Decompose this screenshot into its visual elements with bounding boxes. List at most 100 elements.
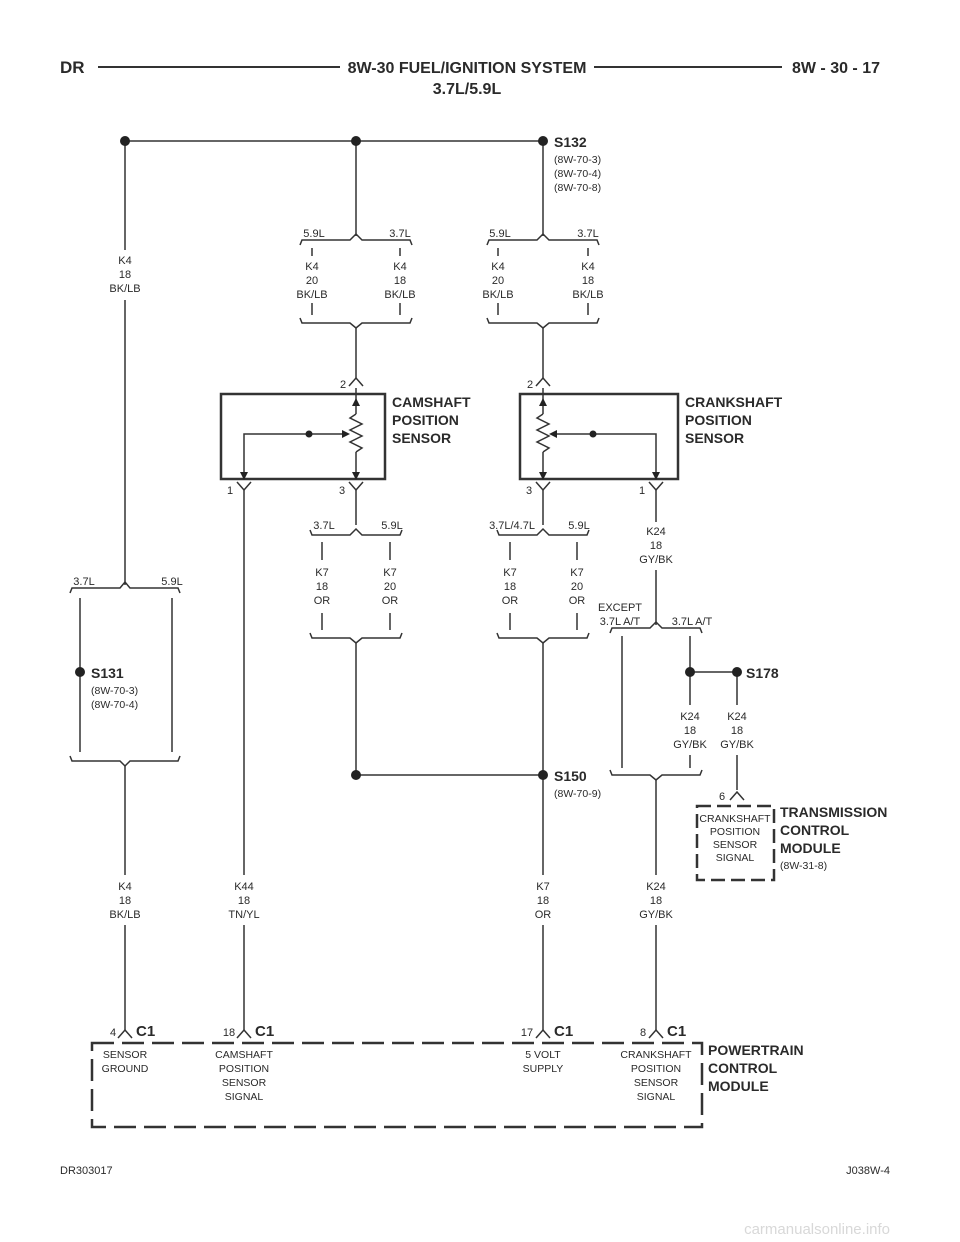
watermark: carmanualsonline.info: [744, 1221, 890, 1238]
k4-ground-gauge: 18: [119, 895, 131, 907]
header-subtitle: 3.7L/5.9L: [433, 81, 502, 98]
pcm-pin17-label: 17: [521, 1027, 533, 1039]
cam-wiper-arrowhead: [342, 430, 350, 438]
splice-dot-mid: [351, 136, 361, 146]
cam-title-3: SENSOR: [392, 430, 451, 446]
pcm-pin4-connector: [117, 1028, 133, 1039]
tcm-title-3: MODULE: [780, 840, 841, 856]
crankshaft-sensor-box: [518, 392, 680, 481]
crank-k4-37-color: BK/LB: [572, 289, 603, 301]
header-right: 8W - 30 - 17: [792, 60, 880, 77]
s178-k24a-code: K24: [680, 711, 700, 723]
crank-title-3: SENSOR: [685, 430, 744, 446]
tcm-pin-name-4: SIGNAL: [716, 852, 755, 864]
footer-right: J038W-4: [846, 1165, 890, 1177]
tcm-pin-name-1: CRANKSHAFT: [699, 813, 771, 825]
crank-k4-59-gauge: 20: [492, 275, 504, 287]
cam-pin3-connector: [348, 481, 364, 492]
tcm-box: [695, 804, 776, 882]
at-label: 3.7L A/T: [672, 616, 713, 628]
cam-wiper: [243, 433, 310, 478]
crank-k7-bottom-bracket: [496, 632, 590, 644]
s150-dot: [538, 770, 548, 780]
pcm-crank-name-1: CRANKSHAFT: [620, 1049, 692, 1061]
pcm-ground-name-2: GROUND: [102, 1063, 149, 1075]
k7-pcm-color: OR: [535, 909, 552, 921]
s178-k24a-gauge: 18: [684, 725, 696, 737]
cam-k4-37-gauge: 18: [394, 275, 406, 287]
s131-dot: [75, 667, 85, 677]
pcm-pin8-connector: [648, 1028, 664, 1039]
crank-pin2-label: 2: [527, 379, 533, 391]
crank-wiper-arrowhead: [549, 430, 557, 438]
k24-top-bracket: [609, 620, 703, 634]
k44-color: TN/YL: [228, 909, 259, 921]
crank-wiper: [556, 433, 657, 478]
crank-wiper-dot: [589, 430, 597, 438]
cam-top-59: 5.9L: [303, 228, 324, 240]
except-label-1: EXCEPT: [598, 602, 642, 614]
cam-k7-37-variant: 3.7L: [313, 520, 334, 532]
crank-k4-59-color: BK/LB: [482, 289, 513, 301]
tcm-ref: (8W-31-8): [780, 860, 827, 872]
cam-top-37: 3.7L: [389, 228, 410, 240]
s132-ref-1: (8W-70-3): [554, 154, 601, 166]
s131-59-variant: 5.9L: [161, 576, 182, 588]
cam-bottom-bracket: [299, 317, 413, 329]
crank-k4-37-code: K4: [581, 261, 594, 273]
k24-pcm-code: K24: [646, 881, 666, 893]
cam-k7-37-gauge: 18: [316, 581, 328, 593]
k4-left-color: BK/LB: [109, 283, 140, 295]
pcm-title-2: CONTROL: [708, 1060, 778, 1076]
crank-pin3-arrowhead: [539, 472, 547, 480]
cam-pin1-connector: [236, 481, 252, 492]
pcm-pin4-label: 4: [110, 1027, 116, 1039]
splice-dot-left: [120, 136, 130, 146]
cam-k7-bottom-bracket: [309, 632, 403, 644]
cam-k7-59-code: K7: [383, 567, 396, 579]
s178-dot-left: [685, 667, 695, 677]
crank-top-bracket: [486, 232, 600, 246]
pcm-cam-name-4: SIGNAL: [225, 1091, 264, 1103]
k4-ground-color: BK/LB: [109, 909, 140, 921]
crank-title-2: POSITION: [685, 412, 752, 428]
cam-pin2-label: 2: [340, 379, 346, 391]
k44-code: K44: [234, 881, 254, 893]
s178-k24a-color: GY/BK: [673, 739, 707, 751]
k4-ground-code: K4: [118, 881, 131, 893]
s132-ref-2: (8W-70-4): [554, 168, 601, 180]
crank-bottom-bracket: [486, 317, 600, 329]
crank-top-59: 5.9L: [489, 228, 510, 240]
cam-pin3-label: 3: [339, 485, 345, 497]
tcm-pin-name-2: POSITION: [710, 826, 760, 838]
cam-wiper-dot: [305, 430, 313, 438]
pcm-title-1: POWERTRAIN: [708, 1042, 804, 1058]
k4-left-gauge: 18: [119, 269, 131, 281]
crank-resistor: [535, 413, 551, 453]
crank-k7-37-gauge: 18: [504, 581, 516, 593]
cam-k4-59-code: K4: [305, 261, 318, 273]
crank-top-37: 3.7L: [577, 228, 598, 240]
s131-ref-1: (8W-70-3): [91, 685, 138, 697]
crank-k7-59-code: K7: [570, 567, 583, 579]
s131-bottom-bracket: [69, 755, 181, 768]
k24-pcm-gauge: 18: [650, 895, 662, 907]
pcm-crank-name-3: SENSOR: [634, 1077, 679, 1089]
crank-k7-59-gauge: 20: [571, 581, 583, 593]
cam-title-1: CAMSHAFT: [392, 394, 471, 410]
tcm-title-2: CONTROL: [780, 822, 850, 838]
crank-pin3-connector: [535, 481, 551, 492]
crank-k7-3747-variant: 3.7L/4.7L: [489, 520, 535, 532]
pcm-pin18-connector: [236, 1028, 252, 1039]
pcm-pin18-label: 18: [223, 1027, 235, 1039]
pcm-pin8-label: 8: [640, 1027, 646, 1039]
s178-k24b-gauge: 18: [731, 725, 743, 737]
crank-k7-37-color: OR: [502, 595, 519, 607]
crank-k7-59-color: OR: [569, 595, 586, 607]
pcm-cam-name-1: CAMSHAFT: [215, 1049, 273, 1061]
pcm-c1-18: C1: [255, 1023, 274, 1040]
crank-pin2-arrowhead: [539, 398, 547, 406]
pcm-box: [90, 1041, 704, 1129]
s178-dot: [732, 667, 742, 677]
crank-pin1-label: 1: [639, 485, 645, 497]
